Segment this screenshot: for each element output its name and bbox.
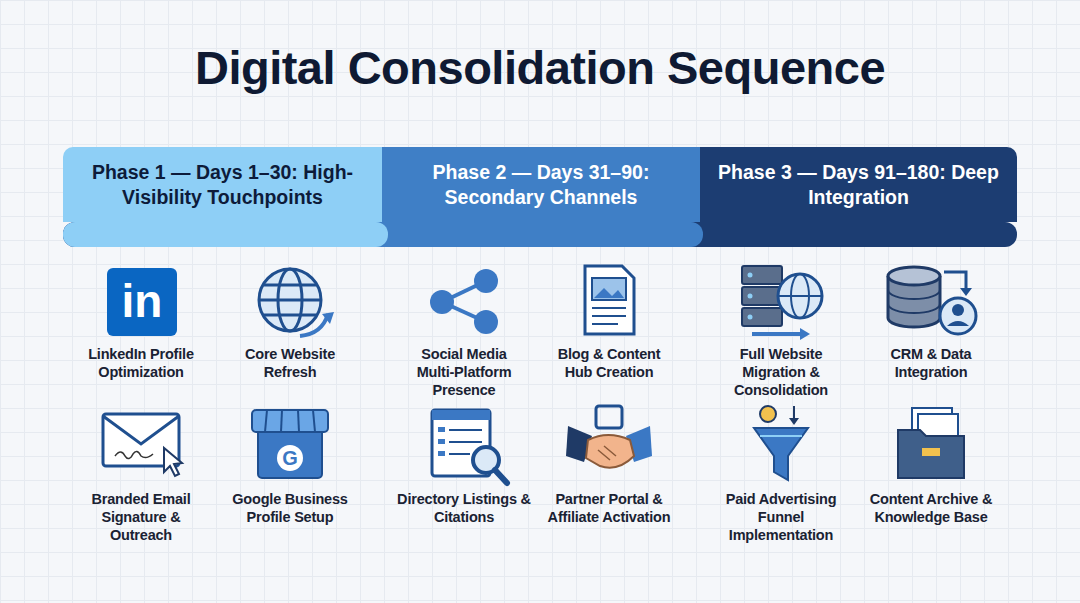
linkedin-icon [107,268,177,336]
handshake-icon [566,406,652,468]
step-caption: Full Website Migration & Consolidation [734,346,828,398]
phase-band: Phase 1 — Days 1–30: High-Visibility Tou… [63,147,382,222]
step-caption: Core Website Refresh [245,346,335,380]
progress-track [63,222,1017,247]
step-item: Social Media Multi-Platform Presence [408,345,520,399]
step-caption: Paid Advertising Funnel Implementation [726,491,837,543]
archive-icon [898,408,964,478]
progress-segment [63,222,388,247]
step-caption: LinkedIn Profile Optimization [88,346,194,380]
step-caption: CRM & Data Integration [891,346,972,380]
directory-icon [432,410,507,483]
step-item: CRM & Data Integration [876,345,986,381]
database-icon [888,267,976,334]
server-icon [742,266,822,340]
email-icon [103,414,182,476]
globe-icon [259,269,334,336]
step-caption: Branded Email Signature & Outreach [92,491,191,543]
document-icon [585,266,634,334]
step-item: Core Website Refresh [230,345,350,381]
step-item: Directory Listings & Citations [392,490,537,526]
funnel-icon [754,406,808,480]
step-item: Google Business Profile Setup [225,490,355,526]
diagram-title: Digital Consolidation Sequence [0,40,1080,95]
phase-band: Phase 3 — Days 91–180: Deep Integration [700,147,1017,222]
phase-heading: Phase 2 — Days 31–90: Secondary Channels [392,160,690,210]
step-caption: Partner Portal & Affiliate Activation [548,491,671,525]
phase-heading: Phase 3 — Days 91–180: Deep Integration [710,160,1007,210]
store-icon [252,410,328,478]
step-item: Content Archive & Knowledge Base [861,490,1001,526]
step-caption: Social Media Multi-Platform Presence [417,346,512,398]
step-item: Blog & Content Hub Creation [549,345,669,381]
progress-segment [63,222,703,247]
step-caption: Google Business Profile Setup [232,491,347,525]
step-item: Full Website Migration & Consolidation [725,345,837,399]
phase-heading: Phase 1 — Days 1–30: High-Visibility Tou… [73,160,372,210]
share-icon [430,269,498,334]
phase-band: Phase 2 — Days 31–90: Secondary Channels [382,147,700,222]
step-caption: Content Archive & Knowledge Base [870,491,993,525]
logo-text: in [107,268,177,334]
step-caption: Blog & Content Hub Creation [558,346,661,380]
logo-text: G [277,445,303,471]
step-caption: Directory Listings & Citations [397,491,531,525]
step-item: Paid Advertising Funnel Implementation [717,490,845,544]
step-item: LinkedIn Profile Optimization [76,345,206,381]
step-item: Partner Portal & Affiliate Activation [534,490,684,526]
step-item: Branded Email Signature & Outreach [85,490,197,544]
